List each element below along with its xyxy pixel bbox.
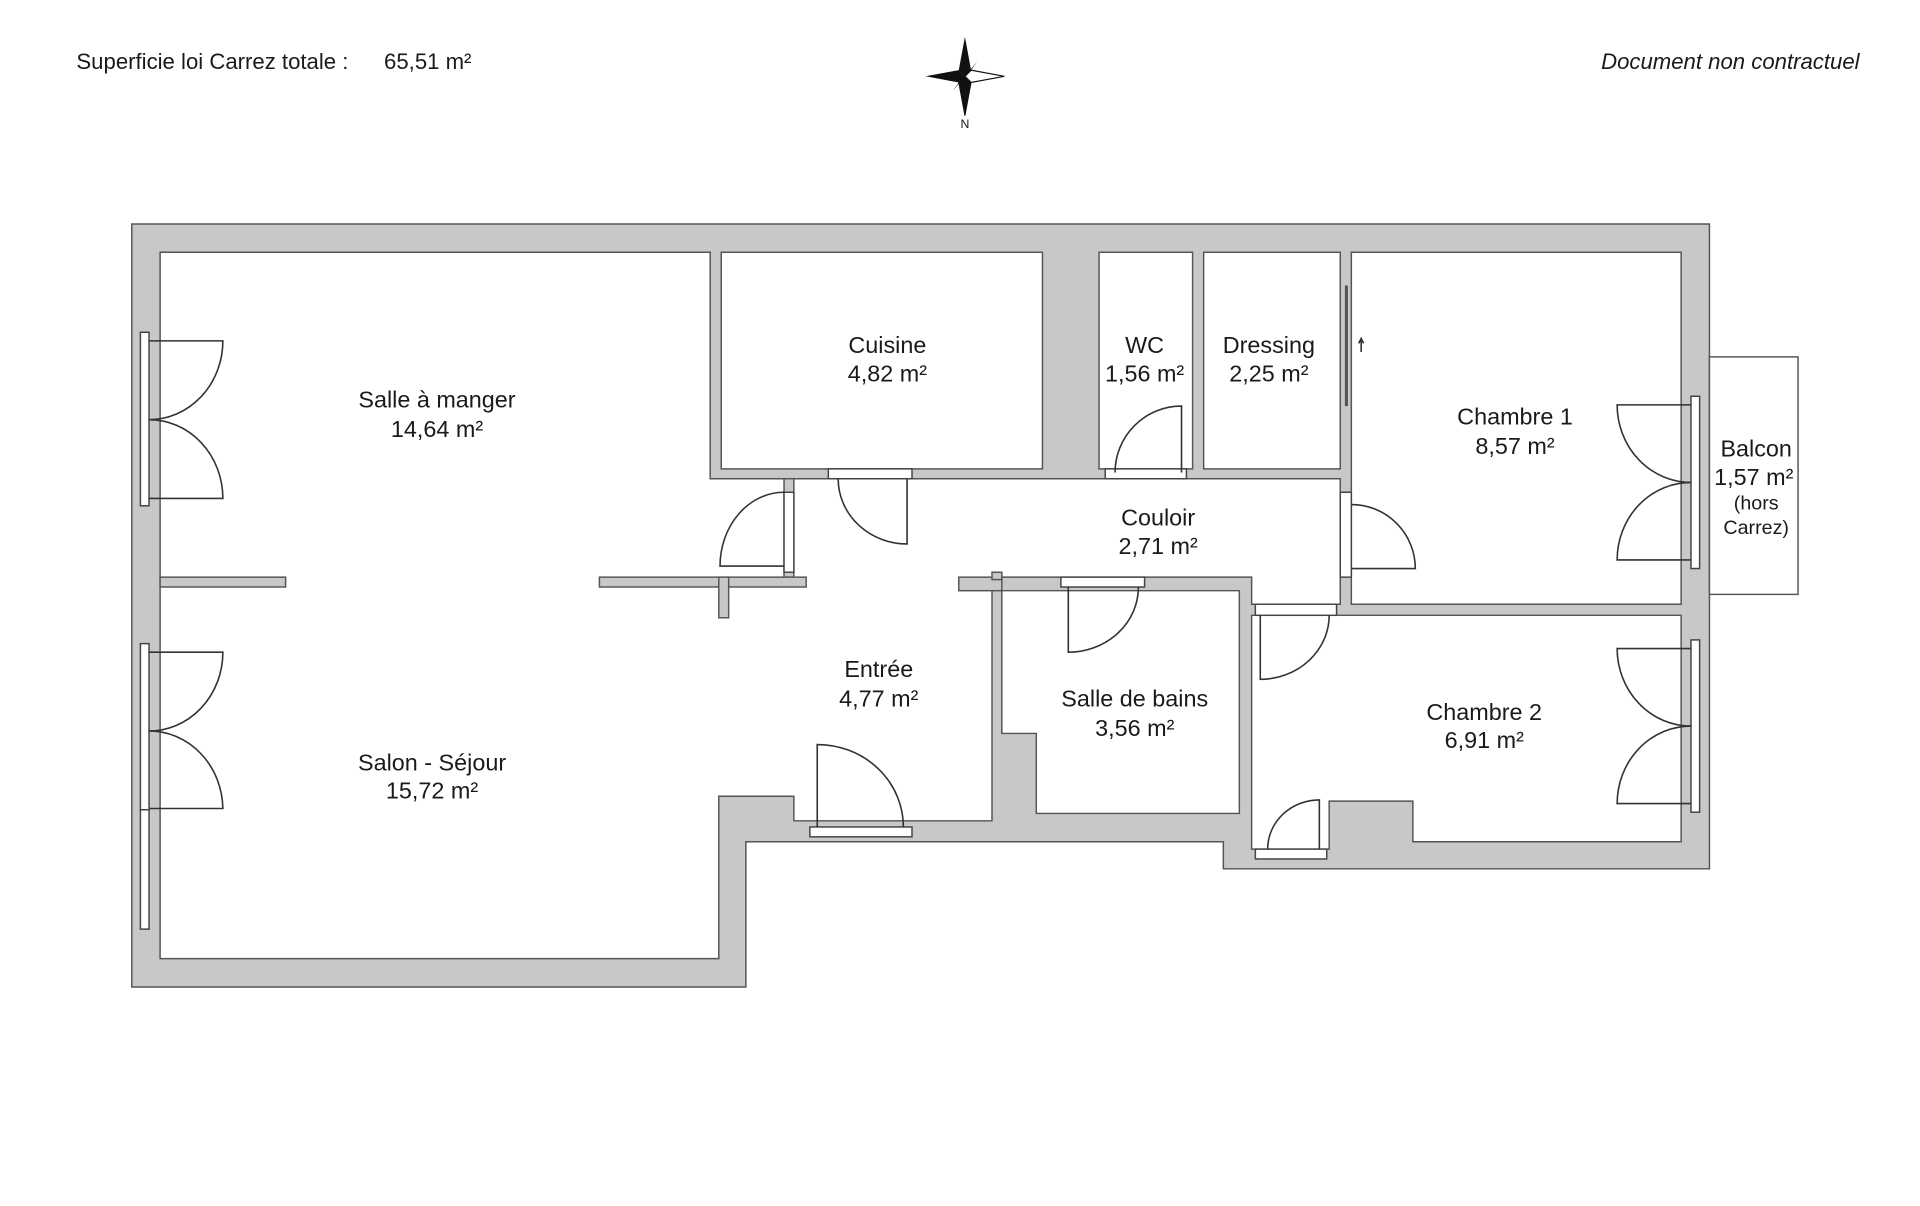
- room-name: Salle de bains: [1061, 685, 1208, 711]
- windows: [139, 331, 1701, 930]
- wall: [159, 576, 287, 588]
- room-note: Carrez): [1723, 517, 1789, 539]
- wall: [991, 571, 1003, 581]
- compass-north-label: N: [960, 117, 969, 131]
- room-area: 2,25 m²: [1229, 360, 1308, 386]
- kitchen: [720, 251, 1044, 470]
- room-name: Chambre 1: [1457, 404, 1573, 430]
- room-name: Salon - Séjour: [358, 749, 506, 775]
- wall: [598, 576, 807, 588]
- compass-icon: [925, 36, 1005, 116]
- wall: [718, 576, 730, 619]
- room-area: 15,72 m²: [386, 778, 478, 804]
- wall: [958, 576, 1003, 592]
- disclaimer: Document non contractuel: [1601, 49, 1861, 74]
- room-area: 4,77 m²: [839, 685, 918, 711]
- room-area: 3,56 m²: [1095, 715, 1174, 741]
- room-name: WC: [1125, 332, 1164, 358]
- room-area: 1,57 m²: [1714, 464, 1793, 490]
- total-area-label: Superficie loi Carrez totale :: [76, 49, 348, 74]
- room-name: Cuisine: [848, 332, 926, 358]
- room-note: (hors: [1734, 492, 1779, 514]
- total-area-value: 65,51 m²: [384, 49, 471, 74]
- doors: [149, 285, 1691, 850]
- bathroom: [1001, 589, 1241, 815]
- dressing: [1202, 251, 1341, 470]
- room-name: Couloir: [1121, 504, 1195, 530]
- room-area: 8,57 m²: [1475, 433, 1554, 459]
- room-area: 1,56 m²: [1105, 360, 1184, 386]
- room-name: Dressing: [1223, 332, 1315, 358]
- room-name: Balcon: [1720, 436, 1791, 462]
- bedroom-1: [1350, 251, 1682, 605]
- room-name: Entrée: [844, 656, 913, 682]
- wc: [1098, 251, 1194, 470]
- room-area: 4,82 m²: [848, 360, 927, 386]
- room-name: Chambre 2: [1426, 699, 1542, 725]
- room-area: 6,91 m²: [1445, 727, 1524, 753]
- balcony: [1708, 356, 1799, 596]
- room-name: Salle à manger: [358, 386, 515, 412]
- room-area: 2,71 m²: [1119, 533, 1198, 559]
- room-area: 14,64 m²: [391, 416, 483, 442]
